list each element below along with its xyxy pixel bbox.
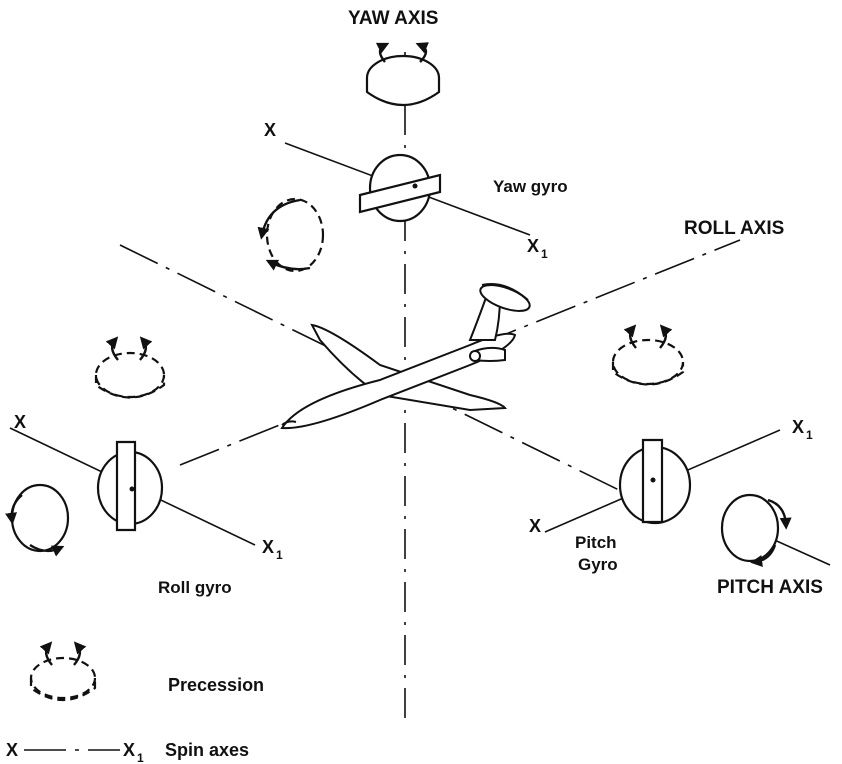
pitch-gyro-label-line1: Pitch: [575, 533, 617, 552]
yaw-axis-label: YAW AXIS: [348, 8, 438, 29]
yaw-gyro-label: Yaw gyro: [493, 177, 568, 196]
legend-x1-sub: 1: [137, 751, 144, 764]
roll-axis-label: ROLL AXIS: [684, 218, 784, 239]
legend-x-label: X: [6, 740, 18, 760]
roll-gyro: [9, 427, 256, 546]
pitch-x1-label: X: [792, 417, 804, 437]
pitch-gyro: [544, 429, 781, 533]
roll-axis-line: [119, 244, 681, 521]
yaw-x1-label: X: [527, 236, 539, 256]
pitch-x-label: X: [529, 516, 541, 536]
pitch-gyro-label-line2: Gyro: [578, 555, 618, 574]
pitch-axis-label: PITCH AXIS: [717, 577, 823, 598]
roll-x1-sub: 1: [276, 548, 283, 562]
yaw-x1-sub: 1: [541, 247, 548, 261]
roll-spin-icon: [5, 483, 70, 557]
legend-precession-label: Precession: [168, 675, 264, 695]
pitch-precession-icon: [611, 324, 685, 386]
roll-precession-icon: [94, 336, 166, 399]
pitch-x1-sub: 1: [806, 428, 813, 442]
airplane: [280, 283, 531, 430]
legend: Precession X X 1 Spin axes: [6, 641, 264, 764]
legend-x1-label: X: [123, 740, 135, 760]
legend-spin-axes-label: Spin axes: [165, 740, 249, 760]
roll-gyro-label: Roll gyro: [158, 578, 232, 597]
pitch-spin-icon: [720, 493, 831, 567]
legend-precession-icon: [29, 641, 97, 701]
pitch-axis-line: [179, 239, 741, 466]
roll-x-label: X: [14, 412, 26, 432]
yaw-spin-icon: [365, 42, 441, 107]
yaw-precession-icon: [257, 197, 325, 273]
yaw-gyro: [284, 142, 531, 236]
yaw-x-label: X: [264, 120, 276, 140]
roll-x1-label: X: [262, 537, 274, 557]
